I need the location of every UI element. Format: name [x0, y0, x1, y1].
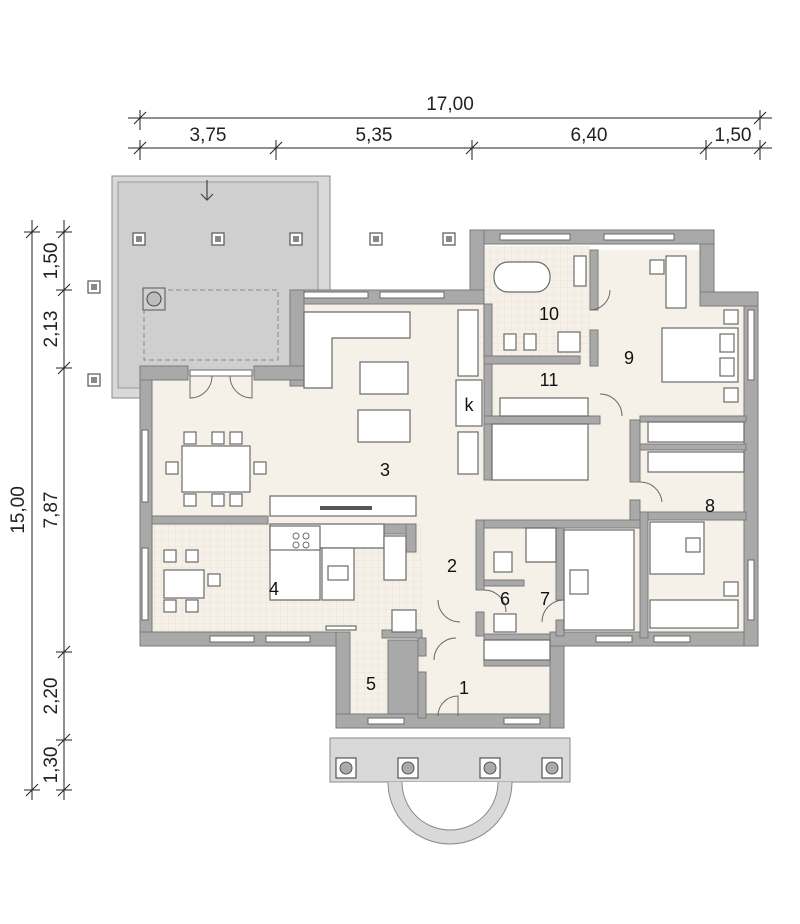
terrace-posts [87, 232, 456, 387]
room-label-8: 8 [705, 496, 715, 516]
dim-left-segment-1: 1,50 [41, 243, 62, 280]
dim-top-segment-4: 1,50 [715, 125, 752, 146]
room-label-7: 7 [540, 589, 550, 609]
windows [141, 233, 755, 725]
dim-top-segment-1: 3,75 [190, 125, 227, 146]
dim-left-segment-3: 7,87 [41, 492, 62, 529]
dim-left-segment-2: 2,13 [41, 311, 62, 348]
room-label-2: 2 [447, 556, 457, 576]
room-label-5: 5 [366, 674, 376, 694]
dimension-lines [24, 110, 772, 800]
furniture [163, 255, 745, 661]
room-label-11: 11 [540, 370, 559, 390]
dim-top-segment-3: 6,40 [571, 125, 608, 146]
entrance-porch [329, 737, 571, 845]
room-label-6: 6 [500, 589, 510, 609]
room-label-k: k [465, 395, 475, 415]
doors [189, 289, 663, 717]
dim-left-segment-4: 2,20 [41, 678, 62, 715]
room-label-10: 10 [539, 304, 559, 324]
dim-top-segment-2: 5,35 [356, 125, 393, 146]
room-label-1: 1 [459, 678, 469, 698]
dim-top-total: 17,00 [426, 94, 474, 115]
room-label-4: 4 [269, 579, 279, 599]
dim-left-segment-5: 1,30 [41, 747, 62, 784]
room-label-9: 9 [624, 348, 634, 368]
room-label-3: 3 [380, 460, 390, 480]
dim-left-total: 15,00 [8, 486, 29, 534]
